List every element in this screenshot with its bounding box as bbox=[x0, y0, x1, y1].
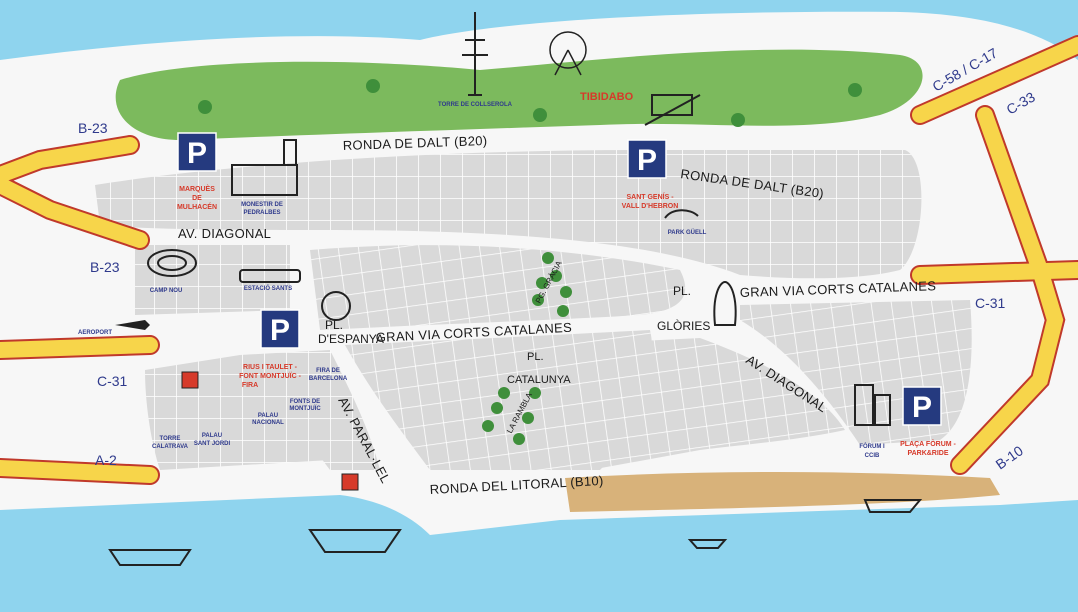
block-sants bbox=[240, 350, 380, 470]
airplane-icon bbox=[115, 320, 150, 330]
parking-label: MULHACÉN bbox=[177, 202, 217, 211]
train-icon bbox=[239, 269, 301, 283]
landmark-torre-calatrava-1: TORRE bbox=[160, 436, 181, 442]
landmark-camp-nou: CAMP NOU bbox=[150, 288, 183, 294]
block-les-corts bbox=[135, 245, 290, 315]
landmark-forum-2: CCIB bbox=[865, 453, 880, 459]
ships-icon bbox=[108, 499, 923, 566]
parking-marker-forum[interactable]: P PLAÇA FÒRUM - PARK&RIDE bbox=[900, 386, 957, 457]
parking-label: FONT MONTJUÏC - bbox=[239, 372, 301, 380]
landmark-fira-2: BARCELONA bbox=[309, 376, 348, 382]
square-catalunya-1: PL. bbox=[527, 351, 544, 363]
park-trees bbox=[198, 79, 862, 127]
dragon-icon bbox=[664, 209, 699, 219]
funicular-icon bbox=[644, 94, 701, 126]
parking-letter: P bbox=[912, 391, 932, 424]
highway-b23-mid: B-23 bbox=[90, 259, 120, 275]
stadium-icon bbox=[147, 249, 197, 277]
ferris-wheel-icon bbox=[549, 31, 587, 76]
glories-tower-icon bbox=[713, 280, 737, 326]
street-trees bbox=[482, 252, 572, 445]
parking-letter: P bbox=[187, 137, 207, 170]
parking-letter: P bbox=[637, 144, 657, 177]
parking-label: RIUS I TAULET - bbox=[243, 364, 298, 371]
landmark-monestir-1: MONESTIR DE bbox=[241, 202, 283, 208]
landmark-aeroport: AEROPORT bbox=[78, 330, 112, 336]
parking-label: PARK&RIDE bbox=[907, 450, 948, 457]
square-glories-2: GLÒRIES bbox=[657, 318, 710, 333]
highway-c31-right: C-31 bbox=[975, 295, 1006, 311]
parking-marker-vall-hebron[interactable]: P SANT GENÍS - VALL D'HEBRON bbox=[622, 139, 679, 210]
landmark-park-guell: PARK GÜELL bbox=[668, 229, 707, 236]
block-poblenou bbox=[556, 338, 845, 470]
landmark-palau-nacional-2: NACIONAL bbox=[252, 420, 284, 426]
highways bbox=[0, 35, 1078, 485]
parking-label: SANT GENÍS - bbox=[626, 192, 674, 201]
highway-b23-top: B-23 bbox=[78, 120, 108, 136]
highway-a2: A-2 bbox=[95, 452, 117, 468]
parking-label: FIRA bbox=[242, 382, 258, 389]
road-label-ronda-dalt-left: RONDA DE DALT (B20) bbox=[343, 133, 488, 153]
landmark-torre-collserola: TORRE DE COLLSEROLA bbox=[438, 102, 513, 108]
landmark-fira-1: FIRA DE bbox=[316, 368, 340, 374]
block-eixample bbox=[310, 245, 686, 330]
parking-letter: P bbox=[270, 314, 290, 347]
parking-label: PLAÇA FÒRUM - bbox=[900, 439, 956, 448]
landmark-palau-sant-jordi-1: PALAU bbox=[202, 433, 222, 439]
collserola-tower-icon bbox=[462, 12, 488, 96]
monastery-icon bbox=[231, 139, 298, 196]
landmark-palau-nacional-1: PALAU bbox=[258, 413, 278, 419]
beach bbox=[565, 472, 1000, 512]
parking-label: DE bbox=[192, 195, 202, 202]
cable-car-icon bbox=[181, 371, 359, 491]
parking-marker-marques[interactable]: P MARQUÈS DE MULHACÉN bbox=[177, 132, 217, 211]
landmark-forum-1: FÒRUM I bbox=[859, 442, 885, 450]
square-catalunya-2: CATALUNYA bbox=[507, 374, 571, 386]
landmark-palau-sant-jordi-2: SANT JORDI bbox=[194, 441, 231, 447]
collserola-park bbox=[115, 49, 923, 140]
landmark-fonts-1: FONTS DE bbox=[290, 399, 320, 405]
sea-bottom bbox=[0, 495, 1078, 612]
road-label-gran-via-right: GRAN VIA CORTS CATALANES bbox=[740, 278, 937, 300]
parking-label: VALL D'HEBRON bbox=[622, 203, 679, 210]
landmark-tibidabo: TIBIDABO bbox=[580, 91, 634, 103]
landmark-torre-calatrava-2: CALATRAVA bbox=[152, 444, 189, 450]
forum-buildings-icon bbox=[854, 384, 891, 426]
parking-label: MARQUÈS bbox=[179, 184, 215, 193]
parking-marker-rius-taulet[interactable]: P RIUS I TAULET - FONT MONTJUÏC - FIRA bbox=[239, 309, 302, 389]
bullring-icon bbox=[321, 291, 351, 321]
landmark-fonts-2: MONTJUÏC bbox=[289, 405, 321, 412]
square-espanya-1: PL. bbox=[325, 318, 343, 332]
road-label-diagonal-top: AV. DIAGONAL bbox=[178, 226, 271, 241]
square-espanya-2: D'ESPANYA bbox=[318, 332, 384, 346]
landmark-monestir-2: PEDRALBES bbox=[243, 210, 280, 216]
landmark-estacio-sants: ESTACIÓ SANTS bbox=[244, 284, 292, 292]
block-upper-left bbox=[95, 150, 922, 279]
highway-c31-left: C-31 bbox=[97, 373, 128, 389]
square-glories-1: PL. bbox=[673, 284, 691, 298]
